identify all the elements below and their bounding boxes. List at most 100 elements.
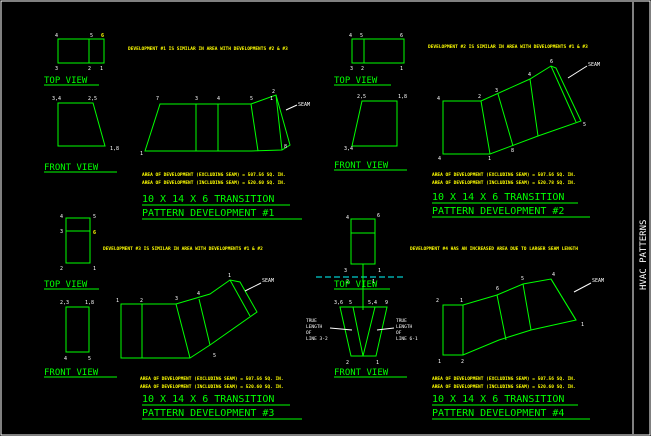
svg-text:1,8: 1,8 [85, 300, 94, 306]
note-3: DEVELOPMENT #3 IS SIMILAR IN AREA WITH D… [103, 246, 263, 252]
pattern-2-outline [442, 65, 582, 155]
svg-text:3: 3 [344, 268, 347, 274]
seam-label-4: SEAM [592, 278, 604, 284]
svg-text:5: 5 [349, 300, 352, 306]
top-view-label-2: TOP VIEW [334, 76, 378, 86]
svg-text:5: 5 [360, 33, 363, 39]
front-view-1-shape [57, 102, 106, 147]
svg-text:AREA OF DEVELOPMENT (INCLUDING: AREA OF DEVELOPMENT (INCLUDING SEAM) = 5… [432, 180, 576, 186]
title-block-text: HVAC PATTERNS [639, 220, 649, 290]
seam-label-3: SEAM [262, 278, 274, 284]
svg-text:5: 5 [521, 276, 524, 282]
svg-text:1: 1 [400, 66, 403, 72]
pattern-2-title-line1: 10 X 14 X 6 TRANSITION [432, 192, 564, 203]
svg-text:4: 4 [55, 33, 58, 39]
svg-text:6: 6 [400, 33, 403, 39]
svg-text:4: 4 [528, 72, 531, 78]
svg-text:1: 1 [270, 96, 273, 102]
top-view-1-rect [57, 38, 105, 64]
svg-text:4: 4 [346, 215, 349, 221]
svg-text:2: 2 [436, 298, 439, 304]
svg-text:1: 1 [100, 66, 103, 72]
svg-text:8: 8 [284, 144, 287, 150]
svg-text:3: 3 [175, 296, 178, 302]
svg-text:2,5: 2,5 [357, 94, 366, 100]
svg-text:4: 4 [217, 96, 220, 102]
svg-text:LINE 6-1: LINE 6-1 [396, 336, 418, 342]
svg-text:2: 2 [361, 66, 364, 72]
svg-text:1: 1 [488, 156, 491, 162]
svg-text:1: 1 [460, 298, 463, 304]
svg-text:4: 4 [437, 96, 440, 102]
svg-text:2: 2 [272, 89, 275, 95]
svg-text:4: 4 [438, 156, 441, 162]
pattern-1-title-line2: PATTERN DEVELOPMENT #1 [142, 208, 274, 219]
svg-text:AREA OF DEVELOPMENT (INCLUDING: AREA OF DEVELOPMENT (INCLUDING SEAM) = 5… [140, 384, 284, 390]
pattern-1-title-line1: 10 X 14 X 6 TRANSITION [142, 194, 274, 205]
svg-text:1: 1 [93, 266, 96, 272]
svg-text:3: 3 [495, 88, 498, 94]
svg-text:6: 6 [550, 59, 553, 65]
pattern-4-title-line2: PATTERN DEVELOPMENT #4 [432, 408, 564, 419]
svg-text:8: 8 [511, 148, 514, 154]
svg-text:2: 2 [60, 266, 63, 272]
svg-text:5: 5 [250, 96, 253, 102]
svg-text:1: 1 [372, 279, 375, 285]
quadrant-1: 4 5 6 3 2 1 TOP VIEW 3,4 2,5 1,8 FRONT V… [44, 33, 310, 220]
top-view-label-1: TOP VIEW [44, 76, 88, 86]
svg-text:4: 4 [197, 291, 200, 297]
svg-text:1: 1 [581, 322, 584, 328]
svg-text:7: 7 [156, 96, 159, 102]
svg-text:2: 2 [478, 94, 481, 100]
seam-label-2: SEAM [588, 62, 600, 68]
top-view-label-3: TOP VIEW [44, 280, 88, 290]
top-view-2-rect [351, 38, 405, 64]
front-view-3-shape [65, 306, 90, 353]
svg-text:9: 9 [385, 300, 388, 306]
svg-text:TRUE: TRUE [396, 318, 407, 324]
svg-text:6: 6 [377, 213, 380, 219]
svg-text:2: 2 [140, 298, 143, 304]
svg-text:4: 4 [64, 356, 67, 362]
svg-text:6: 6 [101, 33, 104, 39]
quadrant-2: 4 5 6 3 2 1 TOP VIEW 2,5 1,8 3,4 FRONT V… [334, 33, 600, 218]
note-1: DEVELOPMENT #1 IS SIMILAR IN AREA WITH D… [128, 46, 288, 52]
svg-text:5: 5 [88, 356, 91, 362]
front-view-label-2: FRONT VIEW [334, 161, 389, 171]
front-view-label-1: FRONT VIEW [44, 163, 99, 173]
svg-text:5: 5 [90, 33, 93, 39]
svg-text:4: 4 [349, 33, 352, 39]
svg-text:3,4: 3,4 [344, 146, 353, 152]
svg-text:4: 4 [552, 272, 555, 278]
svg-text:3: 3 [55, 66, 58, 72]
svg-text:LENGTH: LENGTH [396, 324, 413, 330]
pattern-3-title-line2: PATTERN DEVELOPMENT #3 [142, 408, 274, 419]
svg-text:4: 4 [60, 214, 63, 220]
pattern-4-title-line1: 10 X 14 X 6 TRANSITION [432, 394, 564, 405]
svg-text:2,5: 2,5 [88, 96, 97, 102]
quadrant-4: 4 6 3 1 2 1 TOP VIEW 3,6 5 5,4 9 2 1 TRU… [306, 213, 604, 420]
svg-text:6: 6 [93, 230, 96, 236]
svg-text:OF: OF [306, 330, 312, 336]
svg-text:3,4: 3,4 [52, 96, 61, 102]
svg-text:1: 1 [376, 360, 379, 366]
svg-text:AREA OF DEVELOPMENT (INCLUDING: AREA OF DEVELOPMENT (INCLUDING SEAM) = 5… [142, 180, 286, 186]
svg-text:5: 5 [93, 214, 96, 220]
seam-label-1: SEAM [298, 102, 310, 108]
quadrant-3: 4 5 3 6 2 1 TOP VIEW 2,3 1,8 4 5 FRONT V… [44, 214, 302, 420]
svg-text:1,8: 1,8 [110, 146, 119, 152]
svg-text:5,4: 5,4 [368, 300, 377, 306]
svg-text:2,3: 2,3 [60, 300, 69, 306]
svg-text:1,8: 1,8 [398, 94, 407, 100]
svg-text:LENGTH: LENGTH [306, 324, 323, 330]
note-2: DEVELOPMENT #2 IS SIMILAR IN AREA WITH D… [428, 44, 588, 50]
svg-text:1: 1 [378, 268, 381, 274]
svg-text:3: 3 [350, 66, 353, 72]
svg-text:OF: OF [396, 330, 402, 336]
pattern-3-outline [120, 279, 258, 359]
svg-text:1: 1 [140, 151, 143, 157]
note-4: DEVELOPMENT #4 HAS AN INCREASED AREA DUE… [410, 246, 578, 252]
